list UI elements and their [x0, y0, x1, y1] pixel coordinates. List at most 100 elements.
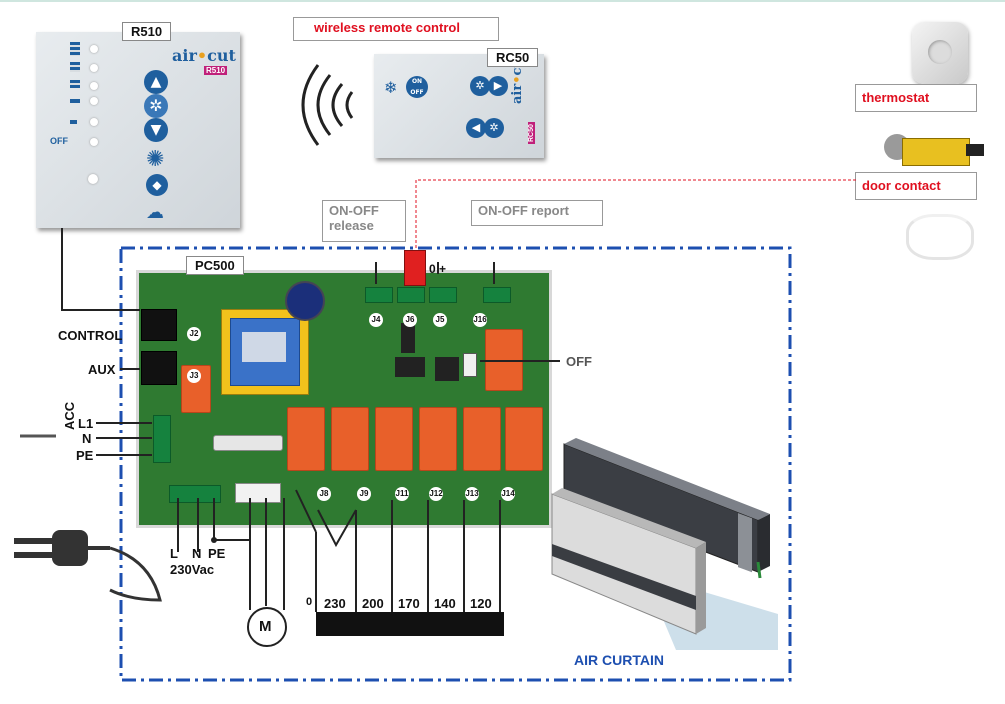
led-5 — [90, 45, 98, 53]
ic-chip-2 — [435, 357, 459, 381]
label-j16: J16 — [473, 313, 487, 327]
label-j3: J3 — [187, 369, 201, 383]
label-j14: J14 — [501, 487, 515, 501]
cloud-icon: ☁ — [146, 202, 164, 222]
speed-down-button[interactable]: ▼ — [144, 118, 168, 142]
cable-device — [906, 214, 974, 260]
supply-n-label: N — [192, 546, 202, 561]
off-switch[interactable] — [463, 353, 477, 377]
label-j9: J9 — [357, 487, 371, 501]
led-4 — [90, 64, 98, 72]
control-jack — [141, 309, 177, 341]
connector-motor — [235, 483, 281, 503]
thermostat-dial — [928, 40, 952, 64]
off-label: OFF — [566, 354, 592, 369]
r510-label: R510 — [122, 22, 172, 41]
onoff-release-label: ON-OFF release — [322, 200, 406, 242]
tap-140: 140 — [434, 596, 456, 611]
led-off — [90, 138, 98, 146]
transformer — [221, 309, 309, 395]
led-2 — [90, 97, 98, 105]
speed-bar-3 — [70, 80, 80, 88]
speed-bar-4 — [70, 62, 80, 72]
r510-tag: R510 — [204, 66, 228, 75]
connector-acc — [153, 415, 171, 463]
ic-chip-3 — [401, 323, 415, 353]
thermostat-device — [912, 22, 968, 84]
acc-label: ACC — [62, 401, 77, 430]
led-1 — [90, 118, 98, 126]
door-contact-label: door contact — [862, 178, 941, 193]
rc50-speed-right-button[interactable]: ▶ — [488, 76, 508, 96]
fuse — [213, 435, 283, 451]
aux-jack — [141, 351, 177, 385]
label-j12: J12 — [429, 487, 443, 501]
snow-icon: ❄ — [384, 80, 398, 97]
heat-toggle-button[interactable]: ◆ — [146, 174, 168, 196]
pc500-board: J2 J3 J4 J6 J5 J16 J8 J9 J11 J12 J13 J14 — [136, 270, 552, 528]
rc50-label: RC50 — [487, 48, 539, 67]
air-curtain-label: AIR CURTAIN — [574, 652, 664, 668]
rc50-speed-left-button[interactable]: ◀ — [466, 118, 486, 138]
relay-3 — [375, 407, 413, 471]
relay-2 — [331, 407, 369, 471]
brand-logo: air•cut — [172, 46, 236, 65]
tap-120: 120 — [470, 596, 492, 611]
connector-j6 — [397, 287, 425, 303]
door-contact-device — [884, 130, 988, 168]
tap-0: 0 — [306, 596, 313, 608]
voltage-label: 230Vac — [170, 562, 215, 577]
thermostat-label: thermostat — [862, 90, 930, 105]
speed-bar-1 — [70, 120, 77, 124]
motor-label: M — [259, 618, 272, 635]
label-j2: J2 — [187, 327, 201, 341]
supply-l-label: L — [170, 546, 178, 561]
rc50-fan-button[interactable]: ✲ — [484, 118, 504, 138]
r510-off-label: OFF — [50, 136, 68, 146]
control-label: CONTROL — [58, 328, 123, 343]
label-j13: J13 — [465, 487, 479, 501]
heat-icon: ✺ — [146, 146, 165, 171]
connector-supply — [169, 485, 221, 503]
relay-6 — [505, 407, 543, 471]
n-label: N — [82, 431, 92, 446]
relay-1 — [287, 407, 325, 471]
wireless-label: wireless remote control — [314, 20, 460, 35]
relay-4 — [419, 407, 457, 471]
rc50-fan-down-button[interactable]: ✲ — [470, 76, 490, 96]
connector-j16 — [483, 287, 511, 303]
label-j8: J8 — [317, 487, 331, 501]
label-j6: J6 — [403, 313, 417, 327]
connector-j4 — [365, 287, 393, 303]
label-j4: J4 — [369, 313, 383, 327]
aux-label: AUX — [88, 362, 116, 377]
fan-icon: ✲ — [144, 94, 168, 118]
tap-230: 230 — [324, 596, 346, 611]
tap-170: 170 — [398, 596, 420, 611]
label-j11: J11 — [395, 487, 409, 501]
radio-waves-icon — [301, 64, 354, 146]
pc500-label: PC500 — [186, 256, 244, 275]
air-curtain-unit — [551, 438, 778, 650]
supply-pe-label: PE — [208, 546, 226, 561]
ic-chip-1 — [395, 357, 425, 377]
label-j5: J5 — [433, 313, 447, 327]
relay-5 — [463, 407, 501, 471]
led-3 — [90, 82, 98, 90]
onoff-report-label: ON-OFF report — [471, 200, 603, 226]
release-jumper — [404, 250, 426, 286]
speed-bar-2 — [70, 99, 80, 103]
led-aux — [88, 174, 98, 184]
r510-controller: OFF air•cut R510 ▲ ✲ ▼ ✺ ◆ ☁ — [36, 32, 240, 228]
capacitor — [285, 281, 325, 321]
l1-label: L1 — [78, 416, 94, 431]
pe-label: PE — [76, 448, 94, 463]
tap-200: 200 — [362, 596, 384, 611]
speed-bar-5 — [70, 42, 80, 56]
speed-up-button[interactable]: ▲ — [144, 70, 168, 94]
top-divider — [0, 0, 1005, 2]
